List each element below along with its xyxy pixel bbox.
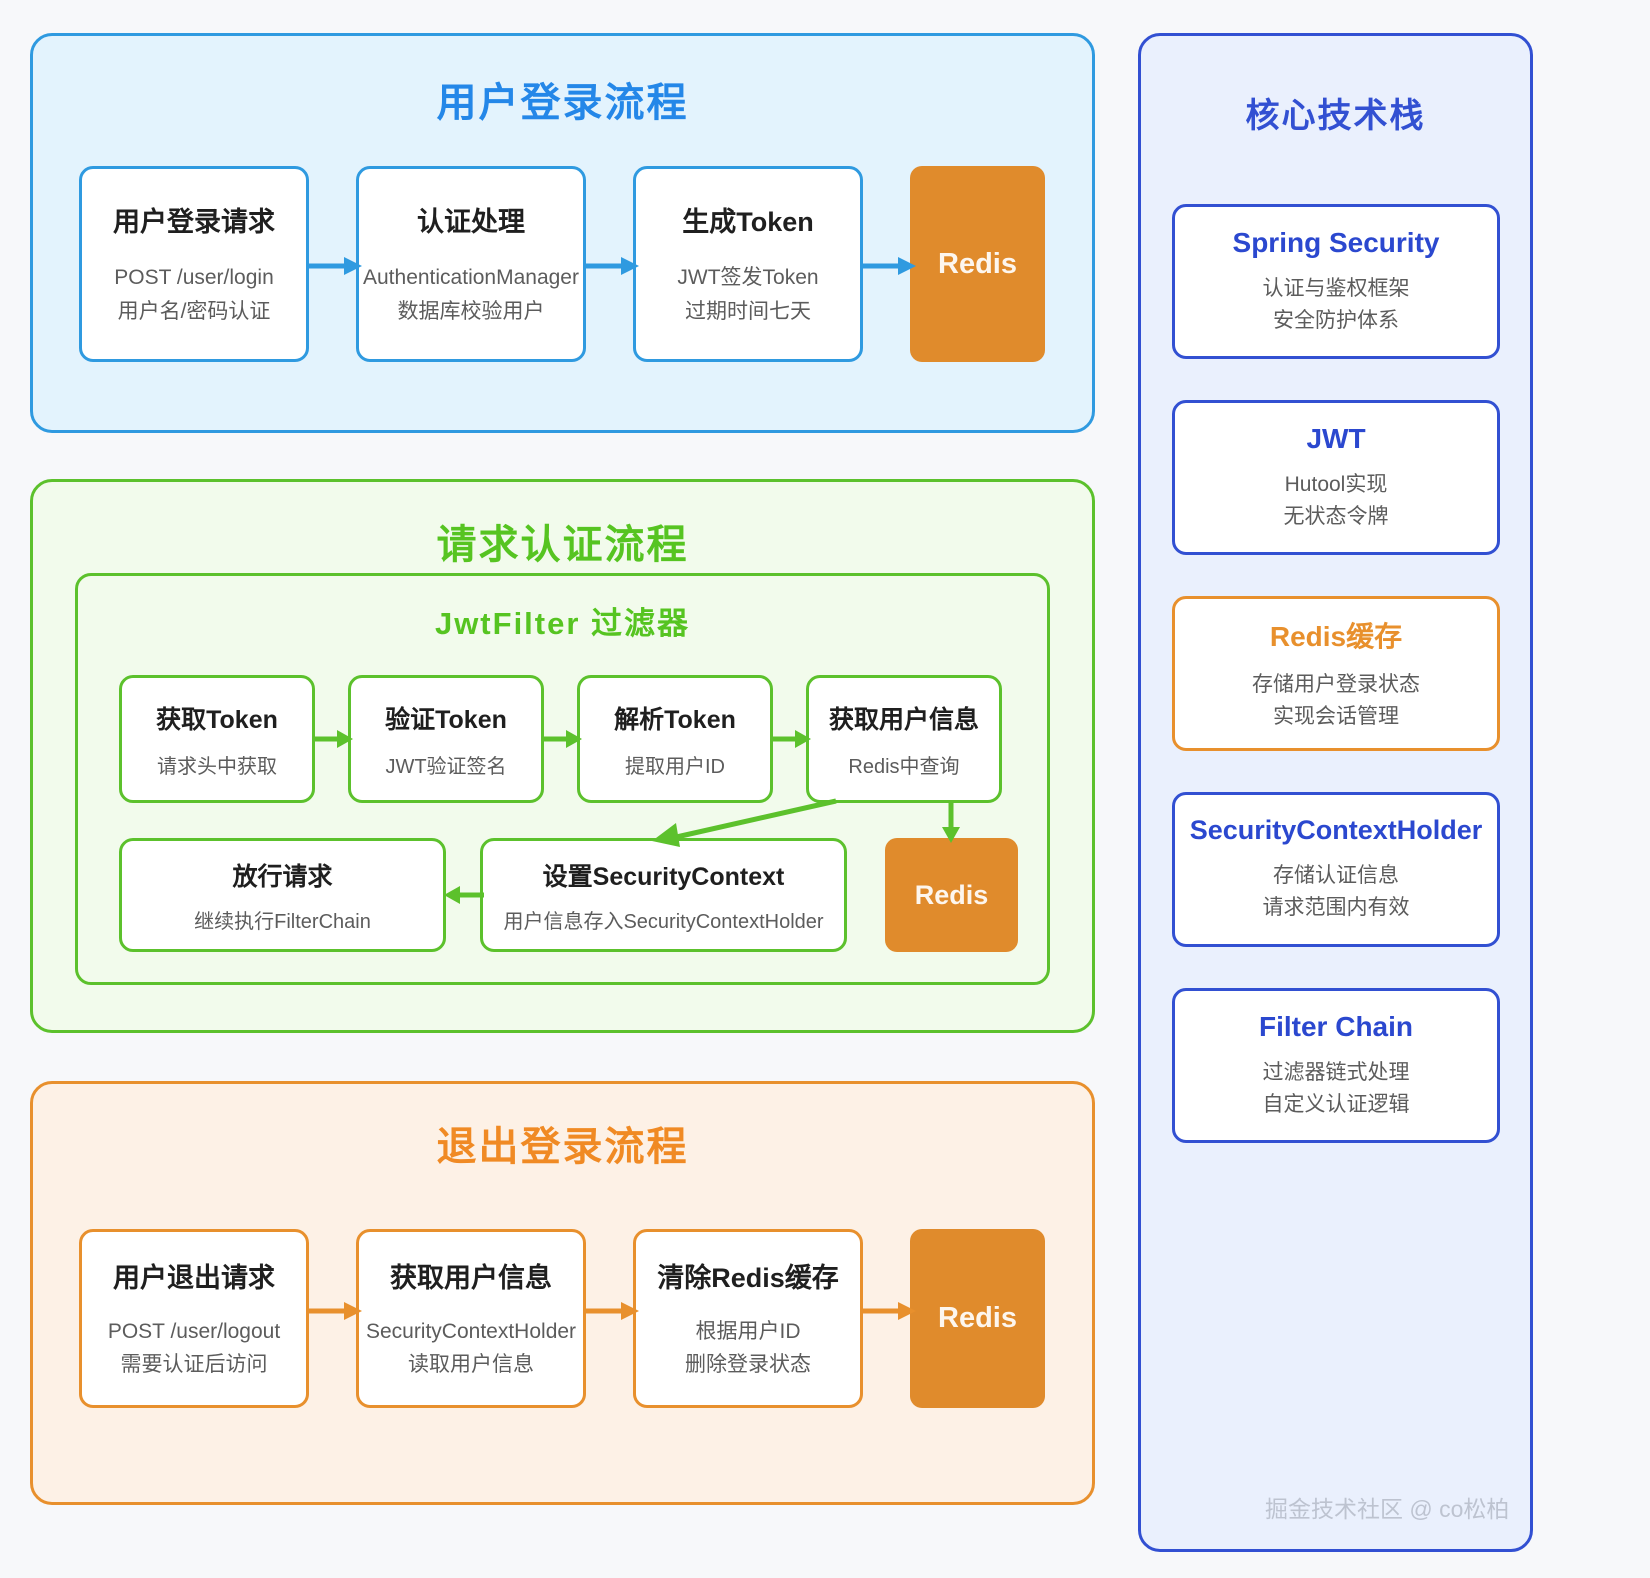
tech-card-spring-security-name: Spring Security: [1232, 226, 1440, 258]
auth-node-set-context-title: 设置SecurityContext: [542, 862, 785, 891]
auth-node-get-user-sub: Redis中查询: [848, 755, 960, 778]
login-node-2: 认证处理 AuthenticationManager 数据库校验用户: [356, 166, 586, 362]
tech-card-jwt-desc2: 无状态令牌: [1283, 504, 1389, 528]
auth-node-set-context-sub: 用户信息存入SecurityContextHolder: [503, 910, 824, 933]
logout-redis-label: Redis: [938, 1302, 1017, 1334]
auth-node-get-token-sub: 请求头中获取: [157, 755, 277, 778]
logout-redis-store: Redis: [910, 1229, 1045, 1408]
auth-node-allow-request-sub: 继续执行FilterChain: [194, 910, 371, 933]
tech-card-security-context-holder-desc1: 存储认证信息: [1273, 864, 1399, 887]
login-node-1-line1: POST /user/login: [114, 265, 274, 289]
tech-card-filter-chain: Filter Chain 过滤器链式处理 自定义认证逻辑: [1172, 988, 1500, 1143]
auth-arrow-3: [771, 730, 811, 748]
tech-card-spring-security-desc1: 认证与鉴权框架: [1262, 276, 1410, 300]
logout-node-3-title: 清除Redis缓存: [657, 1263, 839, 1293]
auth-redis-label: Redis: [914, 879, 989, 910]
login-node-3: 生成Token JWT签发Token 过期时间七天: [633, 166, 863, 362]
auth-node-get-user-title: 获取用户信息: [828, 705, 979, 734]
auth-arrow-diagonal: [652, 798, 837, 847]
logout-node-1-line1: POST /user/logout: [107, 1320, 281, 1343]
logout-node-2-line1: SecurityContextHolder: [365, 1320, 577, 1343]
auth-arrow-to-redis: [942, 801, 960, 843]
login-redis-label: Redis: [938, 247, 1017, 280]
tech-card-jwt-desc1: Hutool实现: [1284, 472, 1388, 496]
logout-arrow-2: [583, 1302, 639, 1320]
auth-node-allow-request-title: 放行请求: [232, 862, 333, 891]
tech-card-redis-cache-desc1: 存储用户登录状态: [1252, 672, 1420, 696]
logout-node-1: 用户退出请求 POST /user/logout 需要认证后访问: [79, 1229, 309, 1408]
auth-node-verify-token-title: 验证Token: [385, 705, 507, 734]
auth-arrow-to-allow: [444, 886, 484, 904]
auth-node-verify-token: 验证Token JWT验证签名: [348, 675, 544, 803]
auth-node-get-token: 获取Token 请求头中获取: [119, 675, 315, 803]
logout-node-2-line2: 读取用户信息: [408, 1353, 534, 1376]
login-node-3-line2: 过期时间七天: [685, 299, 811, 323]
tech-stack-title: 核心技术栈: [1245, 97, 1426, 135]
login-node-1-line2: 用户名/密码认证: [117, 299, 271, 323]
logout-flow-title: 退出登录流程: [436, 1125, 689, 1169]
logout-node-2-title: 获取用户信息: [390, 1263, 552, 1293]
login-flow-title: 用户登录流程: [436, 81, 689, 125]
tech-card-redis-cache-desc2: 实现会话管理: [1273, 704, 1399, 728]
tech-card-spring-security-desc2: 安全防护体系: [1273, 308, 1399, 332]
tech-card-security-context-holder-name: SecurityContextHolder: [1189, 815, 1483, 845]
auth-arrow-2: [542, 730, 582, 748]
auth-node-parse-token: 解析Token 提取用户ID: [577, 675, 773, 803]
logout-node-3: 清除Redis缓存 根据用户ID 删除登录状态: [633, 1229, 863, 1408]
login-node-1-title: 用户登录请求: [113, 206, 275, 237]
tech-card-security-context-holder: SecurityContextHolder 存储认证信息 请求范围内有效: [1172, 792, 1500, 947]
logout-arrow-3: [860, 1302, 916, 1320]
auth-flow-title: 请求认证流程: [436, 523, 689, 567]
tech-card-jwt: JWT Hutool实现 无状态令牌: [1172, 400, 1500, 555]
tech-card-spring-security: Spring Security 认证与鉴权框架 安全防护体系: [1172, 204, 1500, 359]
tech-card-filter-chain-desc2: 自定义认证逻辑: [1262, 1092, 1410, 1116]
jwt-filter-container: JwtFilter 过滤器: [75, 573, 1050, 985]
logout-node-1-title: 用户退出请求: [113, 1263, 275, 1293]
auth-node-parse-token-sub: 提取用户ID: [625, 755, 725, 778]
login-node-3-title: 生成Token: [682, 206, 814, 237]
login-node-3-line1: JWT签发Token: [677, 265, 819, 289]
auth-node-allow-request: 放行请求 继续执行FilterChain: [119, 838, 446, 952]
auth-redis-store: Redis: [885, 838, 1018, 952]
login-node-2-line2: 数据库校验用户: [397, 299, 545, 323]
tech-card-jwt-name: JWT: [1306, 422, 1366, 454]
auth-arrow-1: [313, 730, 353, 748]
watermark: 掘金技术社区 @ co松柏: [1265, 1496, 1510, 1522]
tech-card-redis-cache-name: Redis缓存: [1269, 620, 1403, 652]
auth-node-set-context: 设置SecurityContext 用户信息存入SecurityContextH…: [480, 838, 847, 952]
tech-card-redis-cache: Redis缓存 存储用户登录状态 实现会话管理: [1172, 596, 1500, 751]
login-node-2-line1: AuthenticationManager: [363, 265, 579, 289]
login-node-1: 用户登录请求 POST /user/login 用户名/密码认证: [79, 166, 309, 362]
logout-arrow-1: [306, 1302, 362, 1320]
logout-node-1-line2: 需要认证后访问: [120, 1353, 268, 1376]
login-redis-store: Redis: [910, 166, 1045, 362]
login-arrow-2: [583, 257, 639, 275]
auth-node-get-user: 获取用户信息 Redis中查询: [806, 675, 1002, 803]
tech-card-filter-chain-desc1: 过滤器链式处理: [1262, 1060, 1410, 1084]
logout-node-3-line1: 根据用户ID: [695, 1320, 801, 1343]
auth-node-get-token-title: 获取Token: [156, 705, 278, 734]
jwt-filter-subtitle: JwtFilter 过滤器: [434, 606, 691, 641]
logout-node-2: 获取用户信息 SecurityContextHolder 读取用户信息: [356, 1229, 586, 1408]
tech-card-security-context-holder-desc2: 请求范围内有效: [1262, 896, 1410, 919]
login-arrow-3: [860, 257, 916, 275]
login-arrow-1: [306, 257, 362, 275]
tech-card-filter-chain-name: Filter Chain: [1258, 1010, 1413, 1042]
auth-node-parse-token-title: 解析Token: [614, 705, 736, 734]
logout-node-3-line2: 删除登录状态: [685, 1353, 811, 1376]
auth-node-verify-token-sub: JWT验证签名: [385, 755, 507, 778]
login-node-2-title: 认证处理: [417, 206, 525, 237]
